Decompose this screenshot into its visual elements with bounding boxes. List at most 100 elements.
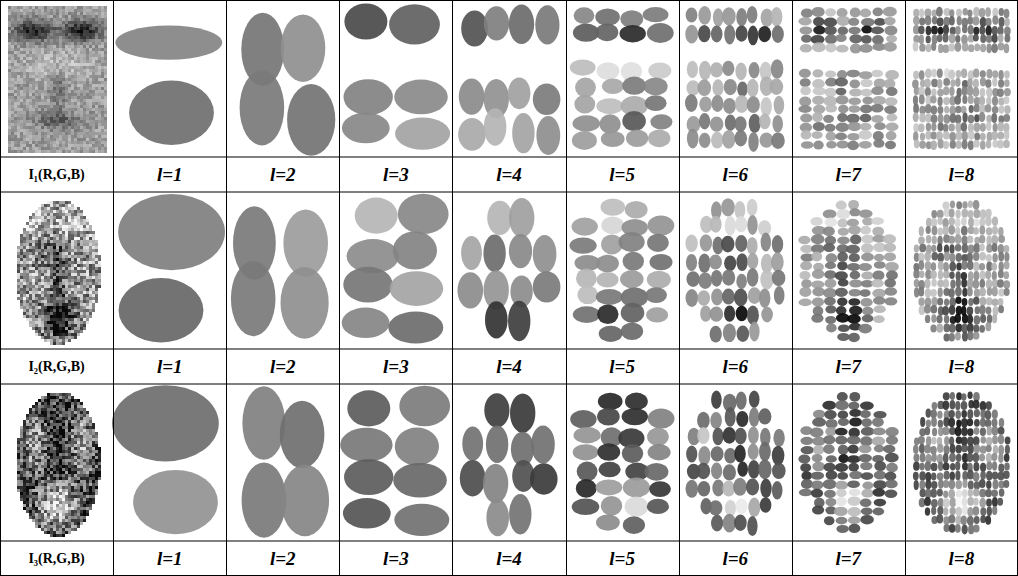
pixel	[77, 138, 80, 141]
gaussian-ellipse	[848, 122, 862, 131]
pixel	[53, 57, 56, 60]
pixel	[62, 96, 65, 99]
pixel	[80, 9, 83, 12]
pixel	[8, 150, 11, 153]
pixel	[26, 63, 29, 66]
pixel	[38, 30, 41, 33]
pixel	[77, 36, 80, 39]
pixel	[32, 132, 35, 135]
pixel	[89, 114, 92, 117]
gaussian-ellipse	[713, 8, 724, 26]
pixel	[20, 24, 23, 27]
pixel	[98, 111, 101, 114]
pixel	[74, 120, 77, 123]
pixel	[89, 33, 92, 36]
pixel	[41, 78, 44, 81]
pixel	[41, 141, 44, 144]
pixel	[95, 57, 98, 60]
pixel	[65, 45, 68, 48]
pixel	[95, 12, 98, 15]
pixel	[86, 150, 89, 153]
pixel	[14, 39, 17, 42]
pixel	[104, 111, 107, 114]
pixel	[104, 138, 107, 141]
pixel	[98, 90, 101, 93]
pixel	[38, 33, 41, 36]
pixel	[59, 72, 62, 75]
gaussian-ellipse	[699, 61, 711, 81]
pixel	[65, 81, 68, 84]
pixel	[41, 90, 44, 93]
gaussian-ellipse	[924, 79, 931, 88]
pixel	[8, 75, 11, 78]
pixel	[8, 129, 11, 132]
pixel	[62, 33, 65, 36]
gaussian-ellipse	[722, 61, 734, 76]
pixel	[104, 66, 107, 69]
pixel	[56, 69, 59, 72]
gaussian-ellipse	[885, 97, 898, 106]
gaussian-ellipse	[826, 141, 837, 149]
pixel	[32, 108, 35, 111]
pixel	[11, 42, 14, 45]
gaussian-ellipse	[948, 43, 955, 51]
pixel	[101, 33, 104, 36]
gaussian-ellipse	[942, 44, 949, 53]
pixel	[77, 84, 80, 87]
pixel	[56, 93, 59, 96]
pixel	[26, 132, 29, 135]
pixel	[68, 141, 71, 144]
pixel	[77, 93, 80, 96]
pixel	[83, 114, 86, 117]
pixel	[62, 144, 65, 147]
pixel	[29, 105, 32, 108]
pixel	[38, 48, 41, 51]
pixel	[74, 117, 77, 120]
pixel	[14, 138, 17, 141]
pixel	[98, 114, 101, 117]
pixel	[98, 45, 101, 48]
pixel	[35, 45, 38, 48]
pixel	[17, 24, 20, 27]
gaussian-ellipse	[847, 141, 859, 150]
pixel	[92, 36, 95, 39]
pixel	[101, 105, 104, 108]
pixel	[8, 99, 11, 102]
pixel	[83, 69, 86, 72]
pixel	[14, 90, 17, 93]
pixel	[26, 87, 29, 90]
pixel	[29, 96, 32, 99]
pixel	[32, 45, 35, 48]
pixel	[56, 144, 59, 147]
pixel	[86, 90, 89, 93]
pixel	[77, 6, 80, 9]
pixel	[104, 51, 107, 54]
pixel	[92, 15, 95, 18]
pixel	[26, 39, 29, 42]
pixel	[56, 123, 59, 126]
pixel	[101, 66, 104, 69]
pixel	[95, 66, 98, 69]
gaussian-ellipse	[860, 123, 872, 131]
pixel	[44, 24, 47, 27]
pixel	[104, 81, 107, 84]
pixel	[38, 9, 41, 12]
pixel	[50, 102, 53, 105]
pixel	[17, 135, 20, 138]
pixel	[74, 72, 77, 75]
pixel	[77, 111, 80, 114]
pixel	[80, 27, 83, 30]
pixel	[92, 147, 95, 150]
pixel	[101, 150, 104, 153]
gaussian-ellipse	[980, 44, 986, 53]
pixel	[17, 69, 20, 72]
pixel	[32, 24, 35, 27]
pixel	[77, 123, 80, 126]
pixel	[8, 114, 11, 117]
gaussian-ellipse	[484, 108, 507, 145]
pixel	[53, 81, 56, 84]
pixel	[11, 141, 14, 144]
gaussian-ellipse	[848, 98, 861, 106]
pixel	[101, 84, 104, 87]
pixel	[20, 33, 23, 36]
